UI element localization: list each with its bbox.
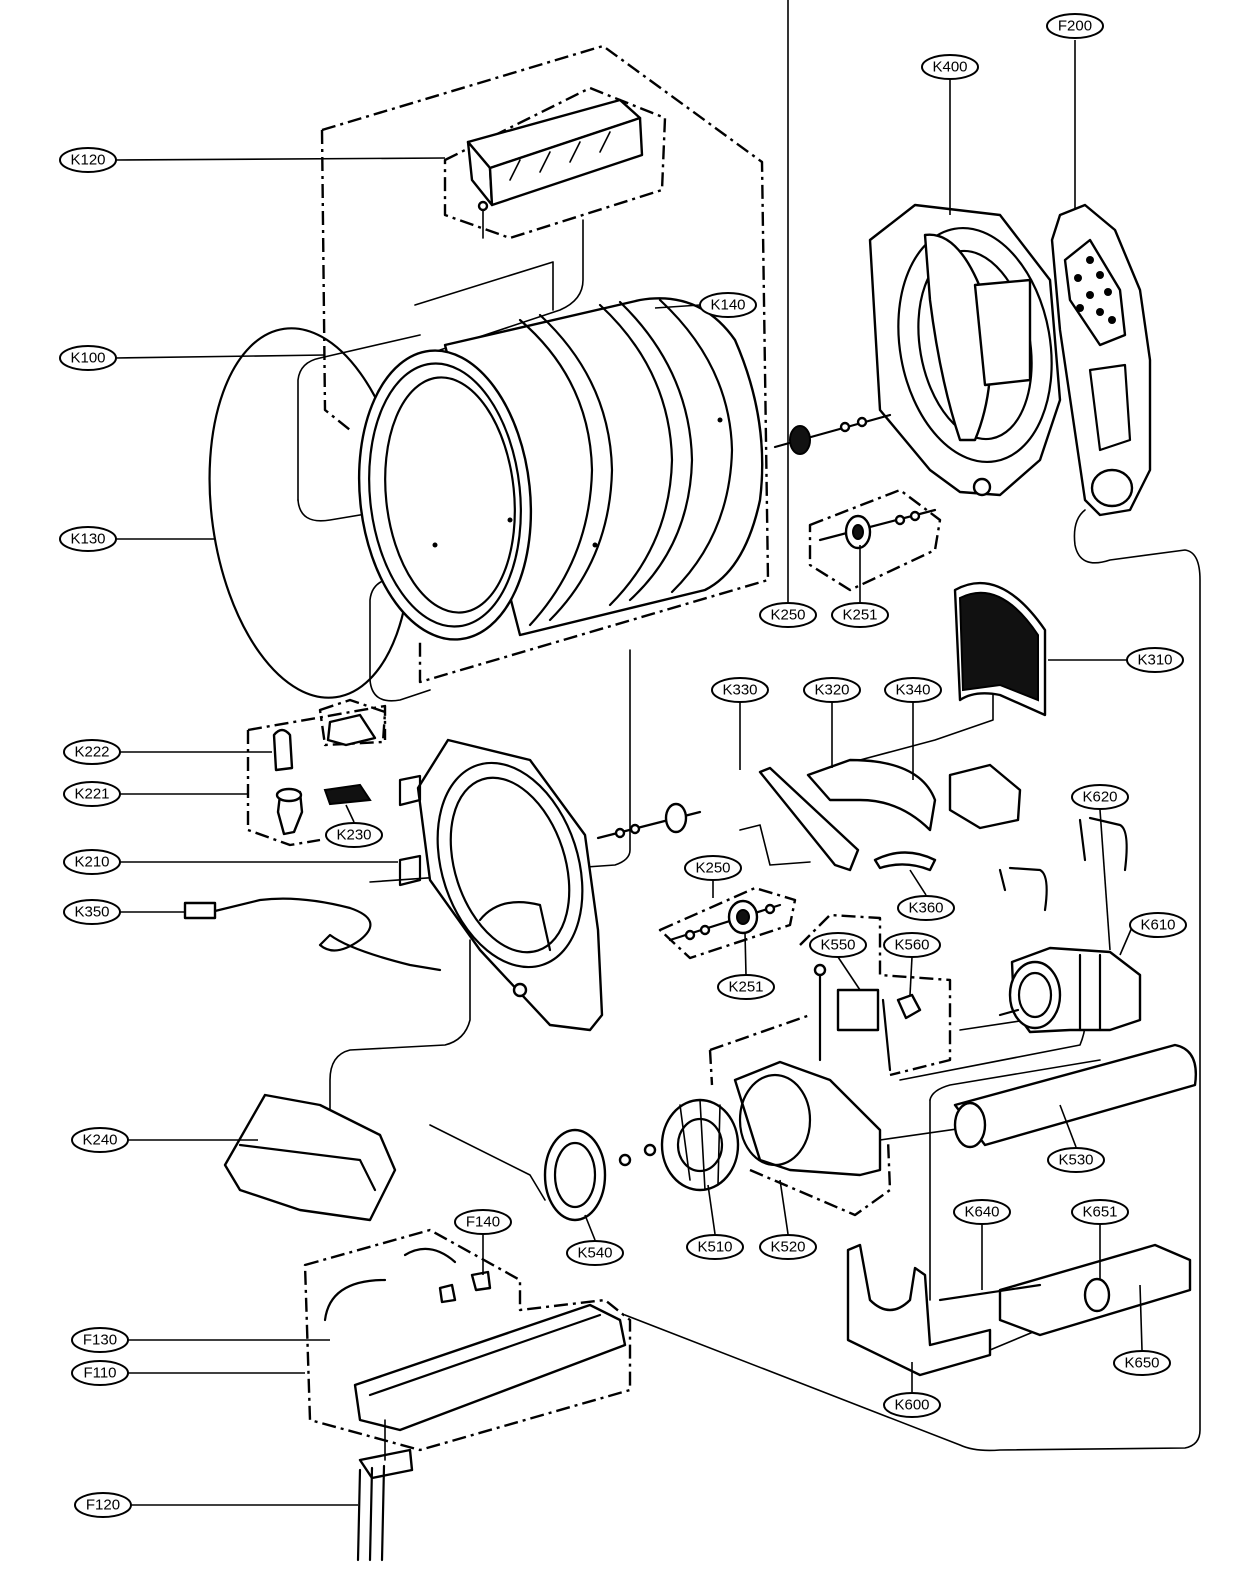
tag-k140: K140 xyxy=(699,292,757,318)
tag-k340: K340 xyxy=(884,677,942,703)
wire-harness xyxy=(183,897,442,972)
tag-k250-upper: K250 xyxy=(759,602,817,628)
tag-k620: K620 xyxy=(1071,784,1129,810)
tag-k620-text: K620 xyxy=(1082,789,1117,806)
front-rollers xyxy=(596,802,782,942)
tag-k320: K320 xyxy=(803,677,861,703)
tag-f200: F200 xyxy=(1046,13,1104,39)
tag-k350: K350 xyxy=(63,899,121,925)
tag-k640-text: K640 xyxy=(964,1204,999,1221)
tag-k130-text: K130 xyxy=(70,531,105,548)
tag-k330: K330 xyxy=(711,677,769,703)
tag-k530: K530 xyxy=(1047,1147,1105,1173)
tag-k250-lower-text: K250 xyxy=(695,860,730,877)
tag-k651: K651 xyxy=(1071,1199,1129,1225)
tag-k250-lower: K250 xyxy=(684,855,742,881)
tag-k510: K510 xyxy=(686,1234,744,1260)
tag-k100: K100 xyxy=(59,345,117,371)
tag-k120-text: K120 xyxy=(70,152,105,169)
tag-k230: K230 xyxy=(325,822,383,848)
tag-k251-lower-text: K251 xyxy=(728,979,763,996)
tag-f120-text: F120 xyxy=(86,1497,120,1514)
motor-clips xyxy=(998,816,1128,912)
tag-k330-text: K330 xyxy=(722,682,757,699)
rear-bulkhead xyxy=(868,203,1062,497)
exhaust-duct xyxy=(1050,203,1152,517)
sensor-parts xyxy=(813,963,922,1072)
tag-k222: K222 xyxy=(63,739,121,765)
tag-k251-lower: K251 xyxy=(717,974,775,1000)
tag-k251-upper-text: K251 xyxy=(842,607,877,624)
tag-k221-text: K221 xyxy=(74,786,109,803)
tag-k610: K610 xyxy=(1129,912,1187,938)
tag-f110-text: F110 xyxy=(83,1365,116,1382)
tag-k222-text: K222 xyxy=(74,744,109,761)
tag-k350-text: K350 xyxy=(74,904,109,921)
tag-k400-text: K400 xyxy=(932,59,967,76)
tag-k130: K130 xyxy=(59,526,117,552)
exhaust-tube xyxy=(953,1043,1197,1149)
tag-k240-text: K240 xyxy=(82,1132,117,1149)
rear-shaft xyxy=(773,413,937,550)
lint-filter xyxy=(953,581,1047,717)
tag-k520: K520 xyxy=(759,1234,817,1260)
tag-f140: F140 xyxy=(454,1209,512,1235)
motor-mount xyxy=(846,1243,1192,1377)
tag-k230-text: K230 xyxy=(336,827,371,844)
tag-f130: F130 xyxy=(71,1327,129,1353)
tag-f200-text: F200 xyxy=(1058,18,1092,35)
tag-k640: K640 xyxy=(953,1199,1011,1225)
tag-k650: K650 xyxy=(1113,1350,1171,1376)
tag-k600: K600 xyxy=(883,1392,941,1418)
tag-k310-text: K310 xyxy=(1137,652,1172,669)
tag-k651-text: K651 xyxy=(1082,1204,1117,1221)
front-bulkhead xyxy=(398,738,604,1032)
tag-k240: K240 xyxy=(71,1127,129,1153)
tag-k510-text: K510 xyxy=(697,1239,732,1256)
tag-f110: F110 xyxy=(71,1360,129,1386)
lamp-parts xyxy=(272,713,377,836)
tag-f120: F120 xyxy=(74,1492,132,1518)
tag-k310: K310 xyxy=(1126,647,1184,673)
tag-k600-text: K600 xyxy=(894,1397,929,1414)
lint-duct xyxy=(223,1093,397,1222)
tag-k540: K540 xyxy=(566,1240,624,1266)
tag-k210-text: K210 xyxy=(74,854,109,871)
tag-k340-text: K340 xyxy=(895,682,930,699)
tag-k250-upper-text: K250 xyxy=(770,607,805,624)
tag-k530-text: K530 xyxy=(1058,1152,1093,1169)
tag-k251-upper: K251 xyxy=(831,602,889,628)
leader-lines xyxy=(114,0,1143,1506)
drum-glides xyxy=(758,758,1022,872)
blower xyxy=(543,1060,882,1222)
tag-k120: K120 xyxy=(59,147,117,173)
motor xyxy=(998,946,1142,1034)
tag-k140-text: K140 xyxy=(710,297,745,314)
tag-k550-text: K550 xyxy=(820,937,855,954)
drum-assembly xyxy=(208,297,764,699)
tag-k540-text: K540 xyxy=(577,1245,612,1262)
tag-k560: K560 xyxy=(883,932,941,958)
tag-k221: K221 xyxy=(63,781,121,807)
tag-k320-text: K320 xyxy=(814,682,849,699)
tag-k520-text: K520 xyxy=(770,1239,805,1256)
tag-k560-text: K560 xyxy=(894,937,929,954)
tag-k550: K550 xyxy=(809,932,867,958)
tag-k610-text: K610 xyxy=(1140,917,1175,934)
tag-k210: K210 xyxy=(63,849,121,875)
tag-k360-text: K360 xyxy=(908,900,943,917)
tag-k100-text: K100 xyxy=(70,350,105,367)
drum-lifter xyxy=(466,98,644,239)
tag-k360: K360 xyxy=(897,895,955,921)
tag-f140-text: F140 xyxy=(466,1214,500,1231)
tag-k400: K400 xyxy=(921,54,979,80)
heater-assembly xyxy=(323,1247,627,1562)
group-outlines xyxy=(246,44,952,1452)
tag-f130-text: F130 xyxy=(83,1332,117,1349)
tag-k650-text: K650 xyxy=(1124,1355,1159,1372)
